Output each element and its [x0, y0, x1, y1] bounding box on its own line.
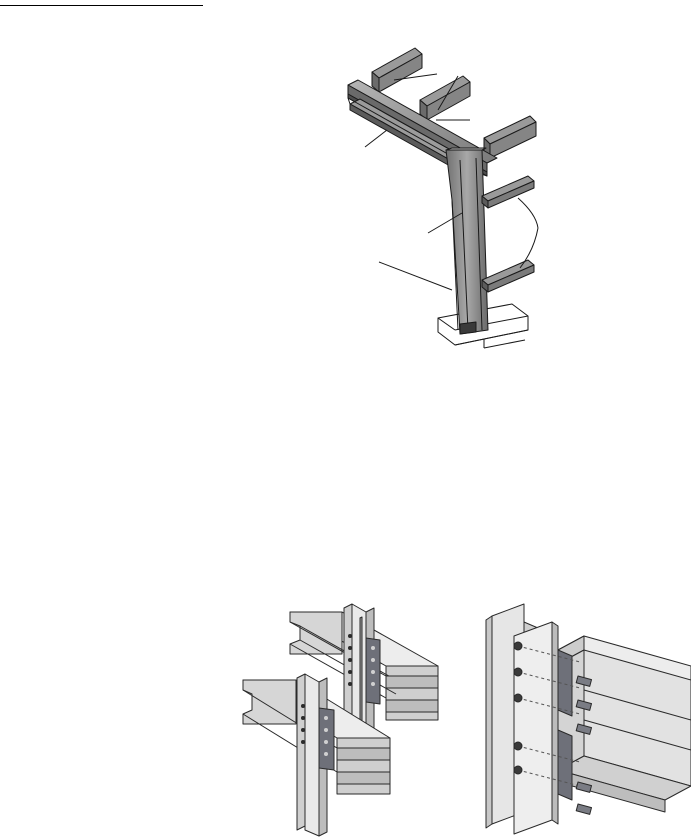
- header-rule: [0, 5, 203, 6]
- purlin-2: [419, 75, 471, 121]
- bolt-row-upper: [348, 634, 375, 686]
- column-beam-connection-left: [242, 603, 439, 837]
- bolt-head-2: [513, 667, 523, 677]
- bolt-head-3: [513, 693, 523, 703]
- bolt-head-5: [513, 765, 523, 775]
- tapered-column: [445, 147, 489, 335]
- bolt-head-1: [513, 641, 523, 651]
- rigid-frame-figure: [347, 47, 539, 349]
- column-front-flange: [513, 621, 559, 835]
- girt-lower: [481, 259, 535, 293]
- leader-lines: [364, 73, 539, 291]
- shear-plate-lower: [301, 704, 335, 771]
- bolt-group: [513, 641, 593, 815]
- bolt-row-lower: [301, 704, 328, 756]
- bolt-head-4: [513, 741, 523, 751]
- purlin-3: [483, 115, 537, 159]
- shear-tab-plates: [557, 649, 573, 801]
- girt-upper: [481, 175, 535, 209]
- column-beam-connection-right: [485, 603, 691, 835]
- shear-plate-upper: [348, 634, 381, 705]
- purlin-1: [371, 47, 423, 93]
